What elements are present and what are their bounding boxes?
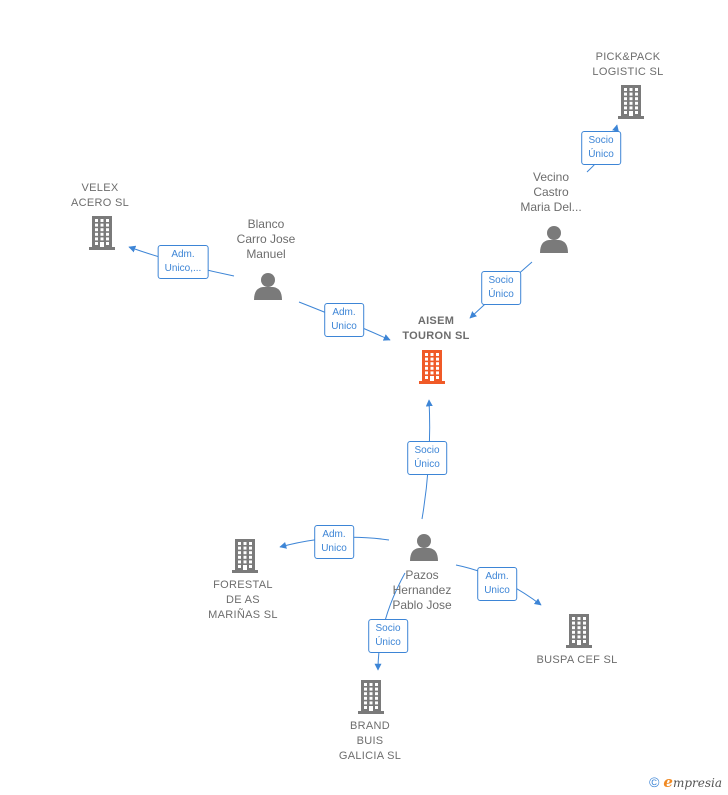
node-label-line: Pazos xyxy=(405,568,439,582)
edge-label-pazos-buspa[interactable]: Adm. Unico xyxy=(477,567,517,601)
building-icon-forestal[interactable] xyxy=(232,539,258,573)
node-label-line: Maria Del... xyxy=(520,200,582,214)
edge-label-line: Único xyxy=(414,459,440,470)
node-label-line: TOURON SL xyxy=(402,330,470,342)
node-label-line: Vecino xyxy=(532,170,570,184)
node-label-pickpack[interactable]: PICK&PACK LOGISTIC SL xyxy=(592,50,663,80)
node-label-line: BRAND xyxy=(349,720,390,732)
edge-label-line: Socio xyxy=(414,445,440,456)
node-label-line: Blanco xyxy=(247,217,285,231)
edge-label-line: Único xyxy=(488,289,514,300)
node-label-line: LOGISTIC SL xyxy=(592,66,664,78)
building-icon-velex[interactable] xyxy=(89,216,115,250)
person-icon-blanco[interactable] xyxy=(254,273,282,300)
person-icon-vecino[interactable] xyxy=(540,226,568,253)
edge-label-blanco-velex[interactable]: Adm. Unico,... xyxy=(157,245,209,279)
copyright-icon: © xyxy=(649,774,660,790)
building-icon-buspa[interactable] xyxy=(566,614,592,648)
node-label-buspa[interactable]: BUSPA CEF SL xyxy=(536,653,617,668)
node-label-line: Carro Jose xyxy=(236,232,296,246)
node-label-velex[interactable]: VELEX ACERO SL xyxy=(71,181,129,211)
building-icon-brand[interactable] xyxy=(358,680,384,714)
node-label-line: BUSPA CEF SL xyxy=(536,654,618,666)
edge-label-line: Único xyxy=(588,149,614,160)
person-icon-pazos[interactable] xyxy=(410,534,438,561)
node-label-brand[interactable]: BRAND BUIS GALICIA SL xyxy=(339,719,401,764)
building-icon-pickpack[interactable] xyxy=(618,85,644,119)
edge-label-line: Unico xyxy=(321,543,347,554)
edge-label-pazos-forestal[interactable]: Adm. Unico xyxy=(314,525,354,559)
edge-label-line: Adm. xyxy=(171,249,195,260)
edge-label-line: Adm. xyxy=(485,571,509,582)
edge-label-line: Socio xyxy=(588,135,614,146)
node-label-line: PICK&PACK xyxy=(595,51,661,63)
node-label-line: MARIÑAS SL xyxy=(208,609,278,621)
node-label-line: BUIS xyxy=(356,735,384,747)
edge-label-line: Unico xyxy=(484,585,510,596)
node-label-line: AISEM xyxy=(417,315,455,327)
edge-label-line: Socio xyxy=(488,275,514,286)
edge-label-line: Adm. xyxy=(322,529,346,540)
node-label-line: Castro xyxy=(533,185,569,199)
node-label-line: FORESTAL xyxy=(213,579,273,591)
footer-brand: © empresia xyxy=(649,773,722,791)
edge-label-line: Adm. xyxy=(332,307,356,318)
node-label-aisem[interactable]: AISEM TOURON SL xyxy=(402,314,469,344)
edge-label-line: Socio xyxy=(375,623,401,634)
brand-logo: empresia xyxy=(663,773,722,791)
node-label-line: VELEX xyxy=(81,182,119,194)
node-label-line: GALICIA SL xyxy=(338,750,402,762)
node-label-line: ACERO SL xyxy=(70,197,130,209)
edge-label-line: Unico xyxy=(331,321,357,332)
node-label-line: Hernandez xyxy=(392,583,452,597)
node-label-line: DE AS xyxy=(226,594,260,606)
edge-label-blanco-aisem[interactable]: Adm. Unico xyxy=(324,303,364,337)
node-label-line: Manuel xyxy=(246,247,286,261)
edge-label-line: Único xyxy=(375,637,401,648)
node-label-line: Pablo Jose xyxy=(392,598,452,612)
edge-label-line: Unico,... xyxy=(164,263,202,274)
building-icon-aisem[interactable] xyxy=(419,350,445,384)
node-label-forestal[interactable]: FORESTAL DE AS MARIÑAS SL xyxy=(208,578,278,623)
